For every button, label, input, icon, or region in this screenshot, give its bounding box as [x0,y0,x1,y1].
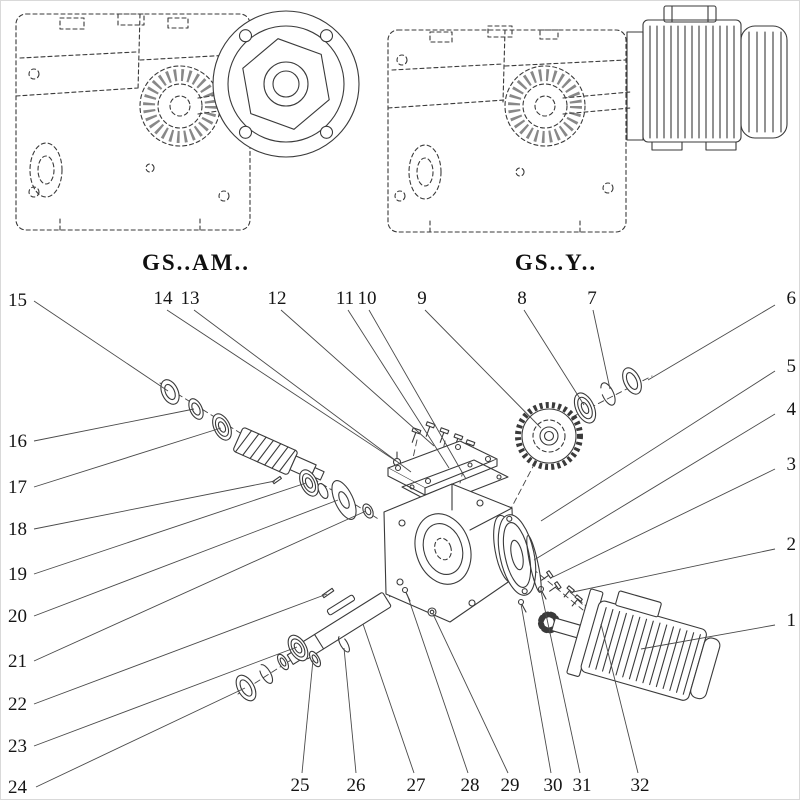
leader-line-7 [592,309,611,390]
leader-line-2 [572,548,776,593]
callout-number-3: 3 [787,454,797,475]
leader-line-21 [33,510,367,662]
callout-number-22: 22 [8,694,27,715]
callout-number-14: 14 [154,288,174,309]
callout-number-8: 8 [517,288,527,309]
leader-line-25 [301,659,314,774]
leader-line-29 [432,613,509,774]
output-shaft-bearing [287,634,309,662]
output-washer [276,653,290,671]
callout-number-29: 29 [501,775,520,796]
callout-number-20: 20 [8,606,27,627]
output-seal-ring [622,367,642,395]
leader-line-26 [343,647,357,774]
leader-line-6 [647,304,776,381]
leader-line-1 [640,624,776,650]
callout-number-26: 26 [347,775,366,796]
input-seal-ring [160,379,180,405]
shaft-key [326,594,356,616]
leader-line-20 [33,499,339,617]
output-circlip [258,664,274,684]
variant-label-y: GS..Y.. [515,250,597,275]
callout-number-24: 24 [8,777,28,798]
worm-end-pin [272,475,282,485]
output-oil-seal [235,674,257,702]
input-gear-teeth-pattern-am [143,69,217,143]
callout-number-19: 19 [8,564,27,585]
callout-number-30: 30 [544,775,563,796]
leader-line-16 [33,408,195,442]
retainer-ring [362,503,374,519]
callout-number-23: 23 [8,736,27,757]
leader-line-11 [347,309,450,469]
shaft-snap-ring [338,635,350,653]
flange-screws [541,570,562,592]
callout-number-31: 31 [573,775,592,796]
leader-line-24 [35,687,246,788]
leader-line-4 [533,413,776,561]
gear-housing [383,483,519,623]
input-bearing-rear [299,469,319,497]
callout-number-18: 18 [8,519,27,540]
callout-number-5: 5 [787,356,797,377]
gearbox-variant-y-drawing [387,25,631,233]
input-flange-drawing [212,10,360,158]
callout-number-15: 15 [8,290,27,311]
output-gear-bearing [573,392,597,424]
leader-line-27 [362,623,415,774]
o-ring-gasket [526,535,542,593]
leader-line-31 [540,590,581,774]
callout-number-17: 17 [8,477,27,498]
input-spacer-ring [188,398,204,420]
motor-studs [563,585,583,607]
callout-number-12: 12 [268,288,287,309]
leader-line-15 [33,300,169,392]
leader-line-8 [523,309,585,406]
retaining-clip [600,382,616,406]
callout-number-7: 7 [587,288,597,309]
callout-number-2: 2 [787,534,797,555]
leader-line-14 [166,309,397,462]
callout-number-11: 11 [336,288,354,309]
leader-line-10 [368,309,467,480]
gearbox-variant-am-drawing [15,13,253,231]
variant-label-am: GS..AM.. [142,250,250,275]
callout-number-16: 16 [8,431,27,452]
callout-number-1: 1 [787,610,797,631]
motor [537,588,721,701]
leader-line-17 [33,427,222,488]
leader-line-23 [33,646,298,747]
callout-number-25: 25 [291,775,310,796]
dowel-pin [321,587,335,599]
leader-line-13 [193,309,412,473]
leader-line-12 [280,309,435,447]
callout-number-10: 10 [358,288,377,309]
callout-number-21: 21 [8,651,27,672]
callout-number-6: 6 [787,288,797,309]
callout-number-27: 27 [407,775,426,796]
leader-line-9 [424,309,542,429]
shim-washer [317,483,329,499]
output-shaft-small-ring [308,650,322,668]
leader-line-22 [33,593,328,705]
callout-number-4: 4 [787,399,797,420]
leader-line-18 [33,480,276,530]
leader-line-28 [406,593,469,774]
motor-drawing-top [626,5,788,151]
callout-number-9: 9 [417,288,427,309]
drain-plug [427,607,437,617]
callout-number-28: 28 [461,775,480,796]
leader-line-32 [600,623,639,774]
output-cover-flange [497,514,537,596]
input-gear-teeth-pattern-y [508,69,582,143]
callout-number-32: 32 [631,775,650,796]
cover-plate [387,440,498,496]
leader-line-5 [540,370,776,522]
leader-line-30 [520,603,552,774]
leader-line-3 [552,468,776,578]
thrust-disc [331,480,357,520]
callout-number-13: 13 [181,288,200,309]
leader-line-19 [33,482,307,575]
